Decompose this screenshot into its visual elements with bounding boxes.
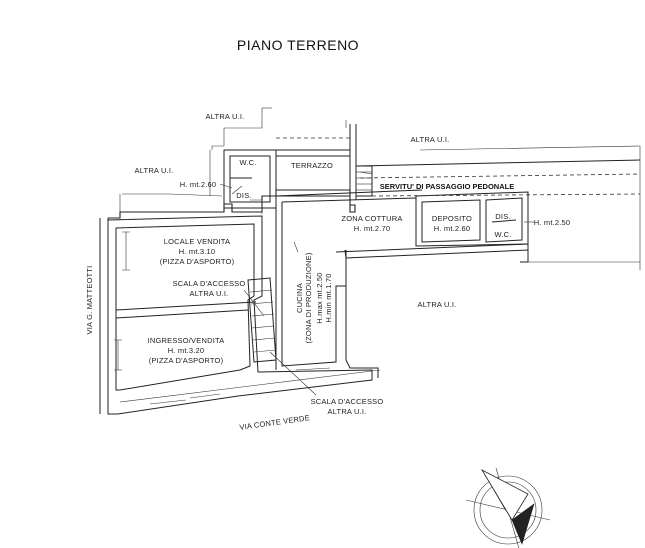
label-locale-vendita-sub: (PIZZA D'ASPORTO) <box>160 257 235 266</box>
label-dis-right: DIS. <box>495 212 510 221</box>
label-h-right: H. mt.2.50 <box>534 218 571 227</box>
label-terrazzo: TERRAZZO <box>291 161 333 170</box>
label-wc-right: W.C. <box>494 230 511 239</box>
label-altra-ui-top-right: ALTRA U.I. <box>411 135 450 144</box>
label-hmax: H.max mt.2.50 <box>315 272 324 323</box>
label-via-conte-verde: VIA CONTE VERDE <box>239 413 310 432</box>
compass-icon <box>465 467 551 548</box>
label-scala-accesso-1: SCALA D'ACCESSO <box>173 279 246 288</box>
label-scala-accesso-2b: ALTRA U.I. <box>328 407 367 416</box>
label-altra-ui-left: ALTRA U.I. <box>135 166 174 175</box>
label-altra-ui-right: ALTRA U.I. <box>418 300 457 309</box>
label-wc-left: W.C. <box>239 158 256 167</box>
label-h-left: H. mt.2.60 <box>180 180 217 189</box>
label-deposito-h: H. mt.2.60 <box>434 224 471 233</box>
label-servitu: SERVITU' DI PASSAGGIO PEDONALE <box>380 182 514 191</box>
neighbour-outlines <box>119 107 641 403</box>
stair-entry <box>355 165 373 197</box>
label-via-matteotti: VIA G. MATTEOTTI <box>85 266 94 335</box>
openings <box>114 185 331 405</box>
label-scala-accesso-2: SCALA D'ACCESSO <box>311 397 384 406</box>
leader-lines <box>219 171 534 396</box>
label-cucina: CUCINA <box>295 283 304 313</box>
label-deposito: DEPOSITO <box>432 214 472 223</box>
label-locale-vendita-h: H. mt.3.10 <box>179 247 216 256</box>
room-labels: ALTRA U.I. ALTRA U.I. ALTRA U.I. ALTRA U… <box>85 112 570 432</box>
label-scala-accesso-1b: ALTRA U.I. <box>190 289 229 298</box>
label-altra-ui-top: ALTRA U.I. <box>206 112 245 121</box>
label-zona-cottura-h: H. mt.2.70 <box>354 224 391 233</box>
label-ingresso-h: H. mt.3.20 <box>168 346 205 355</box>
label-ingresso-sub: (PIZZA D'ASPORTO) <box>149 356 224 365</box>
label-ingresso: INGRESSO/VENDITA <box>148 336 225 345</box>
passage-lines <box>355 159 641 197</box>
label-hmin: H.min mt.1.70 <box>324 273 333 322</box>
label-zona-cottura: ZONA COTTURA <box>341 214 402 223</box>
building-walls <box>99 124 529 415</box>
plan-title: PIANO TERRENO <box>237 37 359 53</box>
label-zona-produzione: (ZONA DI PRODUZIONE) <box>304 252 313 343</box>
label-locale-vendita: LOCALE VENDITA <box>164 237 230 246</box>
label-dis-left: DIS. <box>236 191 251 200</box>
